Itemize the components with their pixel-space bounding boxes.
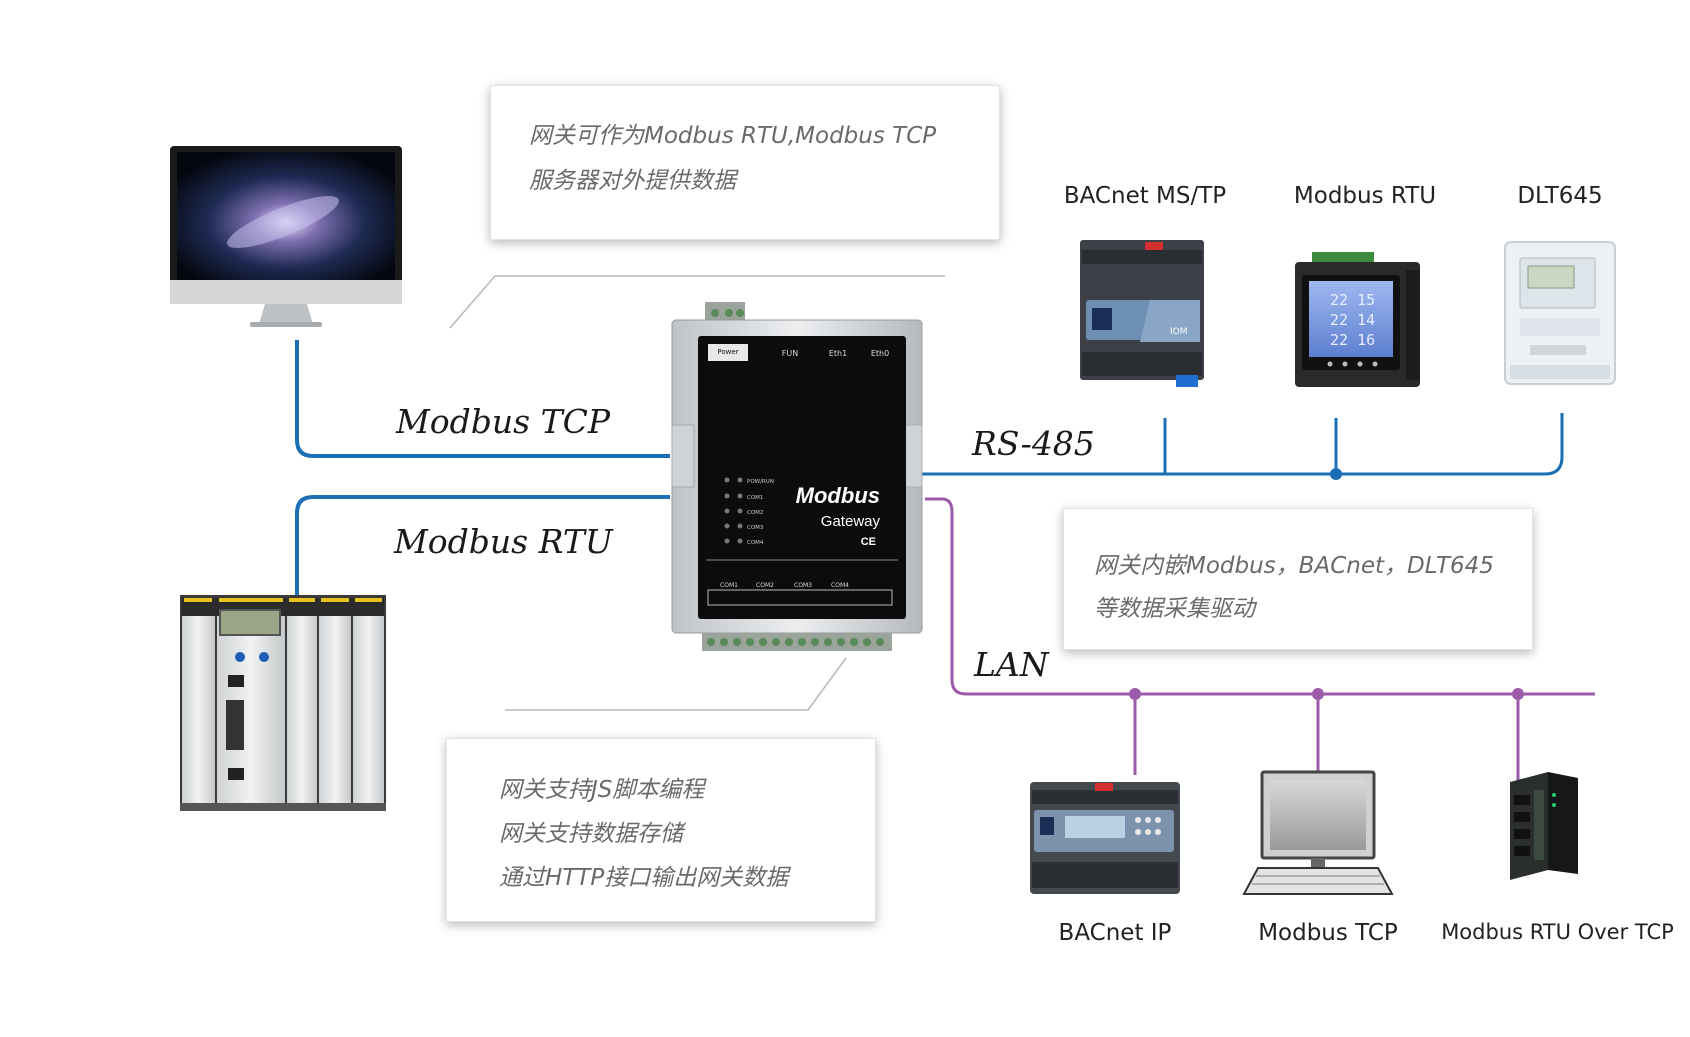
gateway-power-label: Power [717, 348, 738, 356]
meter-reading-2: 22 14 [1330, 311, 1375, 329]
callout-drivers-line1: 网关内嵌Modbus，BACnet，DLT645 [1094, 553, 1494, 579]
bacnet-mstp-controller: IOM [1080, 240, 1204, 387]
led-label-com3: COM3 [747, 525, 764, 531]
lan-bus-line [925, 497, 1595, 696]
gateway-leds: POW/RUN COM1 COM2 COM3 COM4 [724, 477, 774, 546]
modbus-tcp-workstation [1242, 770, 1394, 895]
connection-lines [295, 275, 1595, 780]
modbus-gateway: Power FUN Eth1 Eth0 POW/RUN COM1 COM2 CO… [671, 302, 923, 651]
rs485-junction [1330, 468, 1342, 480]
gateway-label-fun: FUN [782, 349, 798, 358]
plc-rack [180, 595, 386, 811]
link-label-lan: LAN [974, 645, 1049, 684]
callout-server-line2: 服务器对外提供数据 [529, 168, 736, 194]
device-label-dlt645: DLT645 [1517, 183, 1603, 209]
callout-leader-top [449, 275, 945, 329]
device-label-modbus-tcp: Modbus TCP [1258, 920, 1398, 946]
callout-script-line2: 网关支持数据存储 [499, 821, 683, 847]
gateway-subtitle: Gateway [821, 513, 881, 530]
dlt645-energy-meter [1504, 241, 1616, 385]
link-label-modbus-tcp: Modbus TCP [396, 402, 611, 441]
bacnet-ip-controller [1030, 782, 1180, 894]
port-label-com4: COM4 [831, 582, 849, 589]
gateway-label-eth1: Eth1 [829, 349, 847, 358]
callout-script-line3: 通过HTTP接口输出网关数据 [499, 865, 789, 891]
led-label-com1: COM1 [747, 495, 763, 501]
desktop-monitor [170, 146, 402, 327]
device-label-modbus-rtu: Modbus RTU [1293, 183, 1437, 209]
callout-script: 网关支持JS脚本编程 网关支持数据存储 通过HTTP接口输出网关数据 [446, 738, 876, 922]
modbus-rtu-over-tcp-switch [1510, 772, 1578, 880]
gateway-brand: Modbus [796, 483, 880, 508]
gateway-label-eth0: Eth0 [871, 349, 889, 358]
callout-leader-bottom [505, 657, 847, 711]
callout-script-line1: 网关支持JS脚本编程 [499, 777, 705, 803]
led-label-powrun: POW/RUN [747, 479, 774, 485]
link-label-modbus-rtu: Modbus RTU [394, 522, 613, 561]
svg-text:IOM: IOM [1170, 327, 1188, 337]
callout-drivers-line2: 等数据采集驱动 [1094, 596, 1255, 622]
led-label-com2: COM2 [747, 510, 763, 516]
led-label-com4: COM4 [747, 540, 764, 546]
port-label-com2: COM2 [756, 582, 774, 589]
meter-reading-1: 22 15 [1330, 291, 1375, 309]
callout-drivers: 网关内嵌Modbus，BACnet，DLT645 等数据采集驱动 [1063, 508, 1533, 650]
rs485-bus-line [915, 413, 1564, 476]
port-label-com1: COM1 [720, 582, 738, 589]
link-label-rs485: RS-485 [972, 424, 1095, 463]
gateway-ce-mark: CE [861, 536, 876, 548]
meter-reading-3: 22 16 [1330, 331, 1375, 349]
modbus-rtu-power-meter: 22 15 22 14 22 16 [1295, 252, 1420, 387]
device-label-bacnet-mstp: BACnet MS/TP [1063, 183, 1227, 209]
modbus-rtu-line [295, 495, 670, 595]
callout-server-line1: 网关可作为Modbus RTU,Modbus TCP [529, 123, 937, 149]
device-label-modbus-rtu-over-tcp: Modbus RTU Over TCP [1441, 920, 1674, 944]
modbus-tcp-line [295, 340, 670, 458]
port-label-com3: COM3 [794, 582, 812, 589]
lan-junction-3 [1512, 688, 1524, 700]
lan-junction-1 [1129, 688, 1141, 700]
device-label-bacnet-ip: BACnet IP [1058, 920, 1172, 946]
lan-junction-2 [1312, 688, 1324, 700]
callout-server: 网关可作为Modbus RTU,Modbus TCP 服务器对外提供数据 [490, 85, 1000, 240]
